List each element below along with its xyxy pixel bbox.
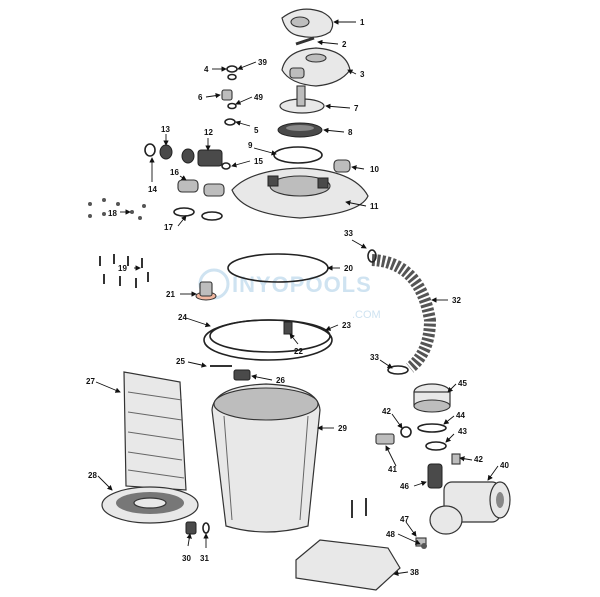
callout-4: 4	[204, 65, 209, 74]
part-45-strainer-lid	[413, 383, 451, 413]
callout-27: 27	[86, 377, 95, 386]
part-31-oring	[202, 522, 210, 534]
callout-48: 48	[386, 530, 395, 539]
part-1-handle	[281, 8, 334, 38]
part-48-plug	[421, 543, 427, 549]
part-10-cap	[333, 159, 351, 173]
callout-22: 22	[294, 347, 303, 356]
part-2-pin	[295, 36, 315, 46]
part-14-oring	[144, 143, 156, 157]
part-24-clamp	[203, 319, 333, 361]
callout-31: 31	[200, 554, 209, 563]
callout-19: 19	[118, 264, 127, 273]
part-16-cap	[177, 179, 199, 193]
watermark: INYOPOOLS .COM	[198, 268, 381, 321]
part-9-oring	[273, 146, 323, 164]
part-15-oring	[221, 162, 231, 170]
part-26-knob	[233, 369, 251, 381]
callout-8: 8	[348, 128, 353, 137]
callout-47: 47	[400, 515, 409, 524]
part-5-oring	[224, 118, 236, 126]
part-13-fitting	[159, 144, 195, 164]
part-40-pump	[429, 481, 511, 535]
callout-2: 2	[342, 40, 347, 49]
part-30-plug	[185, 521, 197, 535]
part-3-valve-cover	[281, 47, 351, 87]
callout-3: 3	[360, 70, 365, 79]
callout-10: 10	[370, 165, 379, 174]
callout-33b: 33	[370, 353, 379, 362]
callout-11: 11	[370, 202, 379, 211]
callout-25: 25	[176, 357, 185, 366]
callout-38: 38	[410, 568, 419, 577]
base-bolts	[351, 498, 367, 518]
part-28-grate	[101, 486, 199, 524]
callout-9: 9	[248, 141, 253, 150]
callout-33: 33	[344, 229, 353, 238]
callout-23: 23	[342, 321, 351, 330]
callout-13: 13	[161, 125, 170, 134]
part-16-cap	[203, 183, 225, 197]
part-19-bolts	[99, 254, 149, 288]
callout-45: 45	[458, 379, 467, 388]
callout-43: 43	[458, 427, 467, 436]
callout-26: 26	[276, 376, 285, 385]
part-42-plug	[451, 453, 461, 465]
part-32-hose	[367, 249, 437, 375]
callout-6: 6	[198, 93, 203, 102]
part-11-tank-lid	[231, 167, 369, 219]
callout-7: 7	[354, 104, 359, 113]
part-49-oring	[227, 102, 237, 110]
callout-16: 16	[170, 168, 179, 177]
part-46-basket	[427, 463, 443, 489]
part-12-fitting	[197, 149, 223, 167]
callout-24: 24	[178, 313, 187, 322]
part-7-rotor	[279, 85, 325, 114]
part-21-drain-valve	[195, 281, 217, 301]
part-8-gasket	[277, 122, 323, 138]
part-22-clip	[283, 321, 293, 335]
callout-12: 12	[204, 128, 213, 137]
callout-21: 21	[166, 290, 175, 299]
watermark-suffix: .COM	[352, 309, 381, 321]
part-27-panel	[123, 371, 187, 491]
callout-39: 39	[258, 58, 267, 67]
part-6-gauge	[221, 89, 233, 101]
part-43-oring	[425, 441, 447, 451]
part-17-oring	[201, 211, 223, 221]
callout-41: 41	[388, 465, 397, 474]
callout-18: 18	[108, 209, 117, 218]
callout-5: 5	[254, 126, 259, 135]
callout-49: 49	[254, 93, 263, 102]
part-17-oring	[173, 207, 195, 217]
part-44-oring	[417, 423, 447, 433]
callout-46: 46	[400, 482, 409, 491]
part-4-oring	[226, 65, 238, 73]
callout-32: 32	[452, 296, 461, 305]
callout-44: 44	[456, 411, 465, 420]
callout-28: 28	[88, 471, 97, 480]
callout-15: 15	[254, 157, 263, 166]
part-41-fitting	[375, 433, 395, 445]
callout-20: 20	[344, 264, 353, 273]
callout-17: 17	[164, 223, 173, 232]
callout-1: 1	[360, 18, 365, 27]
watermark-brand: INYOPOOLS	[232, 272, 372, 297]
callout-40: 40	[500, 461, 509, 470]
part-42-oring	[400, 426, 412, 438]
callout-42: 42	[382, 407, 391, 416]
callout-42b: 42	[474, 455, 483, 464]
callouts: 1 2 3 4 39 6 49 7 5 8 9 10 12 13 15 11 1…	[86, 18, 509, 577]
part-38-base	[295, 539, 401, 591]
callout-30: 30	[182, 554, 191, 563]
callout-29: 29	[338, 424, 347, 433]
part-39-oring	[227, 73, 237, 81]
callout-14: 14	[148, 185, 157, 194]
part-18-nuts	[88, 198, 146, 220]
part-29-tank	[211, 383, 321, 533]
